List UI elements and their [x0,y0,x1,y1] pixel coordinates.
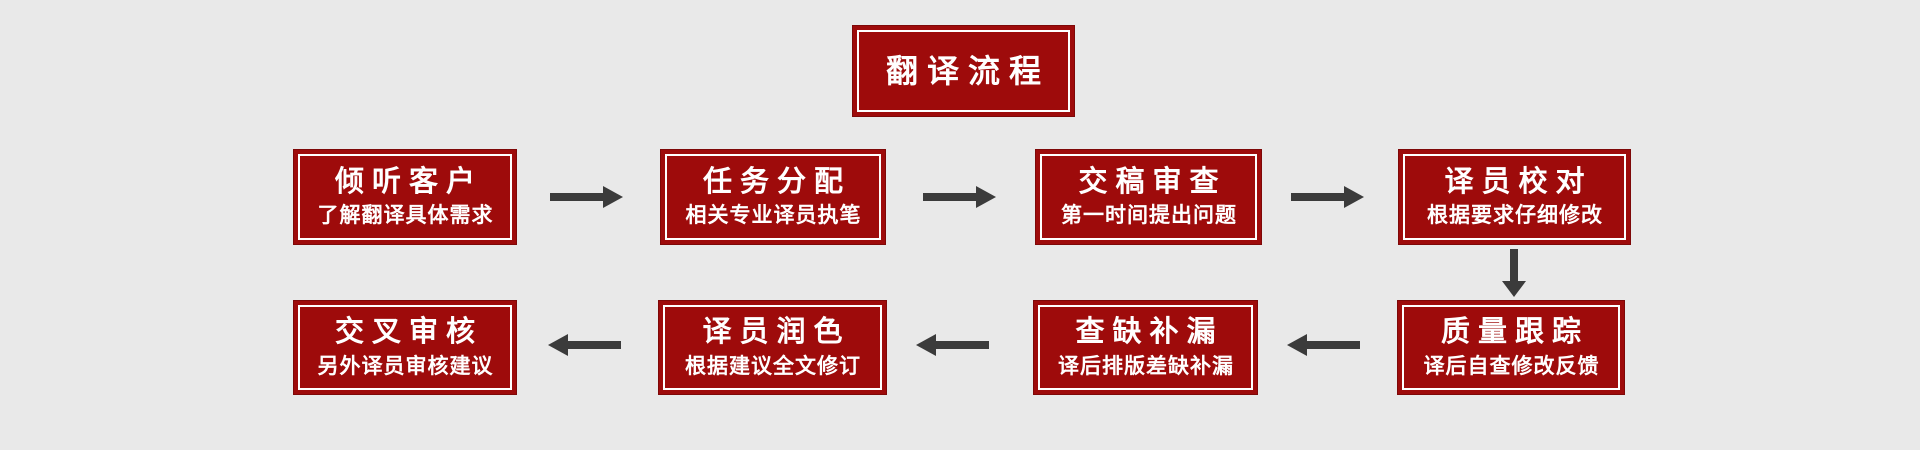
arrow-head [1344,186,1364,208]
arrow-head [976,186,996,208]
step-subtitle: 另外译员审核建议 [317,354,494,378]
arrow-right-icon [1291,186,1364,208]
step-box-translator-proofreading: 译员校对 根据要求仔细修改 [1398,149,1631,245]
step-box-gap-filling: 查缺补漏 译后排版差缺补漏 [1033,300,1258,395]
arrow-left-icon [548,334,621,356]
step-box-translator-polishing: 译员润色 根据建议全文修订 [658,300,887,395]
arrow-right-icon [550,186,623,208]
step-box-quality-tracking: 质量跟踪 译后自查修改反馈 [1397,300,1625,395]
arrow-head [1287,334,1307,356]
step-title: 倾听客户 [334,165,483,198]
step-subtitle: 译后排版差缺补漏 [1058,354,1234,378]
step-subtitle: 译后自查修改反馈 [1423,354,1600,378]
step-title: 交稿审查 [1078,165,1227,198]
arrow-left-icon [916,334,989,356]
arrow-head [916,334,936,356]
step-subtitle: 根据建议全文修订 [685,354,861,378]
step-title: 译员校对 [1444,165,1593,198]
arrow-down-icon [1502,249,1526,297]
arrow-shaft [1510,249,1518,282]
step-title: 查缺补漏 [1075,316,1224,349]
step-subtitle: 相关专业译员执笔 [685,204,862,228]
step-title: 任务分配 [702,165,851,198]
step-subtitle: 第一时间提出问题 [1061,204,1237,228]
step-subtitle: 根据要求仔细修改 [1427,204,1603,228]
arrow-shaft [923,193,977,201]
step-title: 质量跟踪 [1440,316,1589,349]
step-box-cross-review: 交叉审核 另外译员审核建议 [293,300,517,395]
step-box-task-assignment: 任务分配 相关专业译员执笔 [660,149,886,245]
arrow-shaft [935,341,989,349]
arrow-head [603,186,623,208]
arrow-head [1502,281,1526,297]
arrow-shaft [567,341,621,349]
arrow-left-icon [1287,334,1360,356]
arrow-shaft [1291,193,1345,201]
step-title: 译员润色 [702,316,851,349]
arrow-shaft [550,193,604,201]
arrow-right-icon [923,186,996,208]
flowchart-title: 翻译流程 [885,52,1050,89]
step-subtitle: 了解翻译具体需求 [317,204,494,228]
arrow-shaft [1306,341,1360,349]
step-box-draft-review: 交稿审查 第一时间提出问题 [1035,149,1262,245]
step-box-listen-customer: 倾听客户 了解翻译具体需求 [293,149,517,245]
arrow-head [548,334,568,356]
step-title: 交叉审核 [334,316,483,349]
flowchart-title-box: 翻译流程 [852,25,1075,117]
